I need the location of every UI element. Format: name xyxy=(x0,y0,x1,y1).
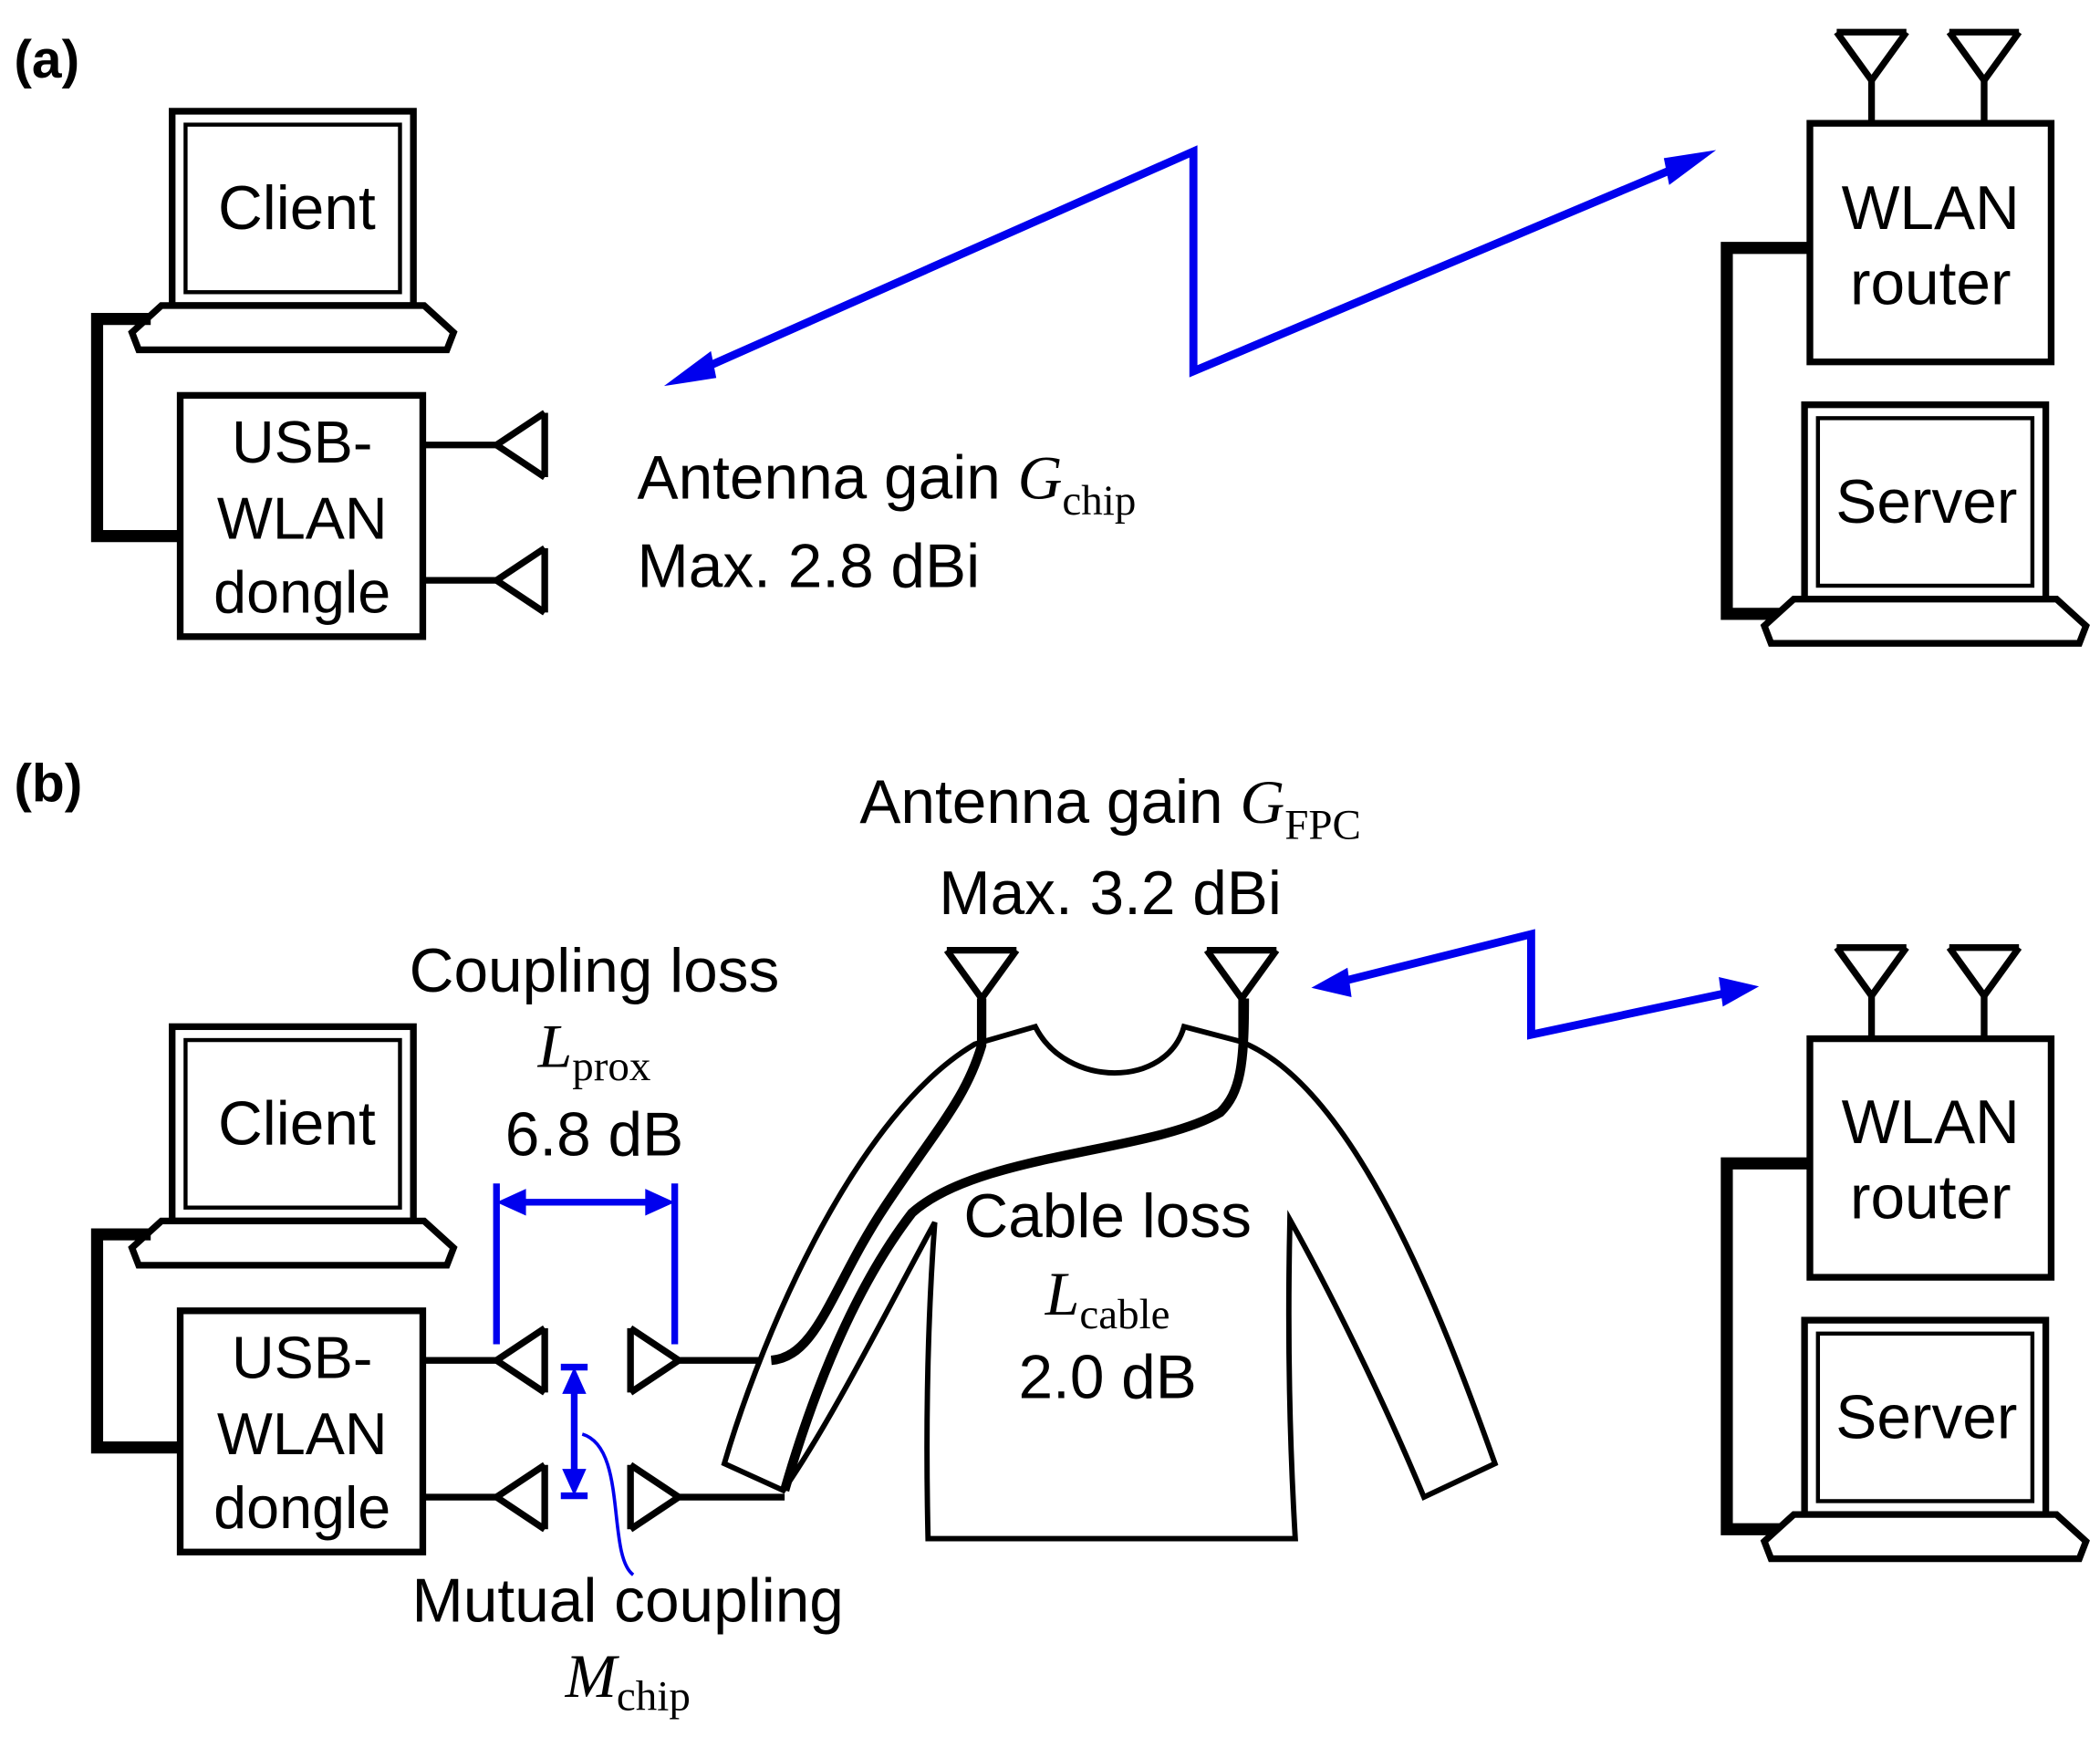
client-laptop-b: Client xyxy=(132,1026,454,1265)
cable-loss-title: Cable loss xyxy=(963,1182,1252,1251)
server-laptop-a: Server xyxy=(1764,405,2086,644)
usb-dongle-b: USB- WLAN dongle xyxy=(176,1307,427,1555)
coupler-antenna-top xyxy=(630,1328,772,1393)
usb-cable-b xyxy=(90,1228,181,1454)
max-gain-b: Max. 3.2 dBi xyxy=(939,859,1282,928)
cable-loss-symbol: Lcable xyxy=(1045,1260,1170,1338)
client-laptop-a: Client xyxy=(132,111,454,350)
panel-b: (b) Client USB- WLAN dongle xyxy=(14,754,2085,1721)
mutual-coupling-title: Mutual coupling xyxy=(412,1567,844,1636)
dongle-line-2: WLAN xyxy=(217,485,388,552)
server-laptop-b: Server xyxy=(1764,1320,2086,1559)
client-label: Client xyxy=(218,1090,376,1159)
dongle-line-1: USB- xyxy=(232,409,372,475)
antenna-gain-b: Antenna gain GFPC xyxy=(859,768,1361,849)
coupling-loss-value: 6.8 dB xyxy=(505,1100,683,1169)
coupling-loss-title: Coupling loss xyxy=(410,937,780,1005)
router-antenna-left-a xyxy=(1836,32,1906,120)
wlan-router-b: WLAN router xyxy=(1806,1035,2055,1281)
dongle-line-1: USB- xyxy=(232,1324,372,1390)
router-antenna-right-b xyxy=(1949,948,2019,1036)
coupling-loss-symbol: Lprox xyxy=(537,1012,651,1090)
fpc-cable xyxy=(770,998,1250,1493)
proximity-dimension xyxy=(493,1183,679,1345)
panel-b-tag: (b) xyxy=(14,754,82,814)
router-line-1: WLAN xyxy=(1842,1088,2020,1157)
panel-a: (a) Client USB- WLAN dongle Antenna gain xyxy=(14,30,2085,643)
chip-antenna-top-b xyxy=(422,1328,545,1393)
wireless-link-b xyxy=(1311,929,1760,1040)
mutual-coupling-dimension xyxy=(560,1363,635,1576)
usb-cable-a xyxy=(90,313,181,543)
coupler-antenna-bottom xyxy=(630,1465,785,1530)
chip-antenna-top-a xyxy=(422,412,545,477)
fpc-antenna-right xyxy=(1207,951,1276,1039)
max-gain-a: Max. 2.8 dBi xyxy=(638,532,981,600)
panel-a-tag: (a) xyxy=(14,30,79,89)
mutual-coupling-symbol: Mchip xyxy=(565,1642,691,1721)
chip-antenna-bottom-b xyxy=(422,1465,545,1530)
router-antenna-left-b xyxy=(1836,948,1906,1036)
dongle-line-2: WLAN xyxy=(217,1400,388,1467)
router-line-2: router xyxy=(1850,249,2012,317)
wlan-router-a: WLAN router xyxy=(1806,120,2055,366)
antenna-gain-a: Antenna gain Gchip xyxy=(638,444,1137,525)
router-server-cable-a xyxy=(1721,242,1811,620)
cable-loss-value: 2.0 dB xyxy=(1018,1343,1196,1411)
router-server-cable-b xyxy=(1721,1157,1811,1535)
client-label: Client xyxy=(218,174,376,243)
dongle-line-3: dongle xyxy=(213,1474,390,1541)
router-line-1: WLAN xyxy=(1842,174,2020,243)
usb-dongle-a: USB- WLAN dongle xyxy=(176,391,427,640)
fpc-antenna-left xyxy=(947,951,1016,1039)
dongle-line-3: dongle xyxy=(213,558,390,625)
chip-antenna-bottom-a xyxy=(422,548,545,613)
server-label: Server xyxy=(1835,1383,2017,1451)
server-label: Server xyxy=(1835,468,2017,536)
router-antenna-right-a xyxy=(1949,32,2019,120)
router-line-2: router xyxy=(1850,1163,2012,1232)
wireless-link-a xyxy=(663,145,1717,387)
